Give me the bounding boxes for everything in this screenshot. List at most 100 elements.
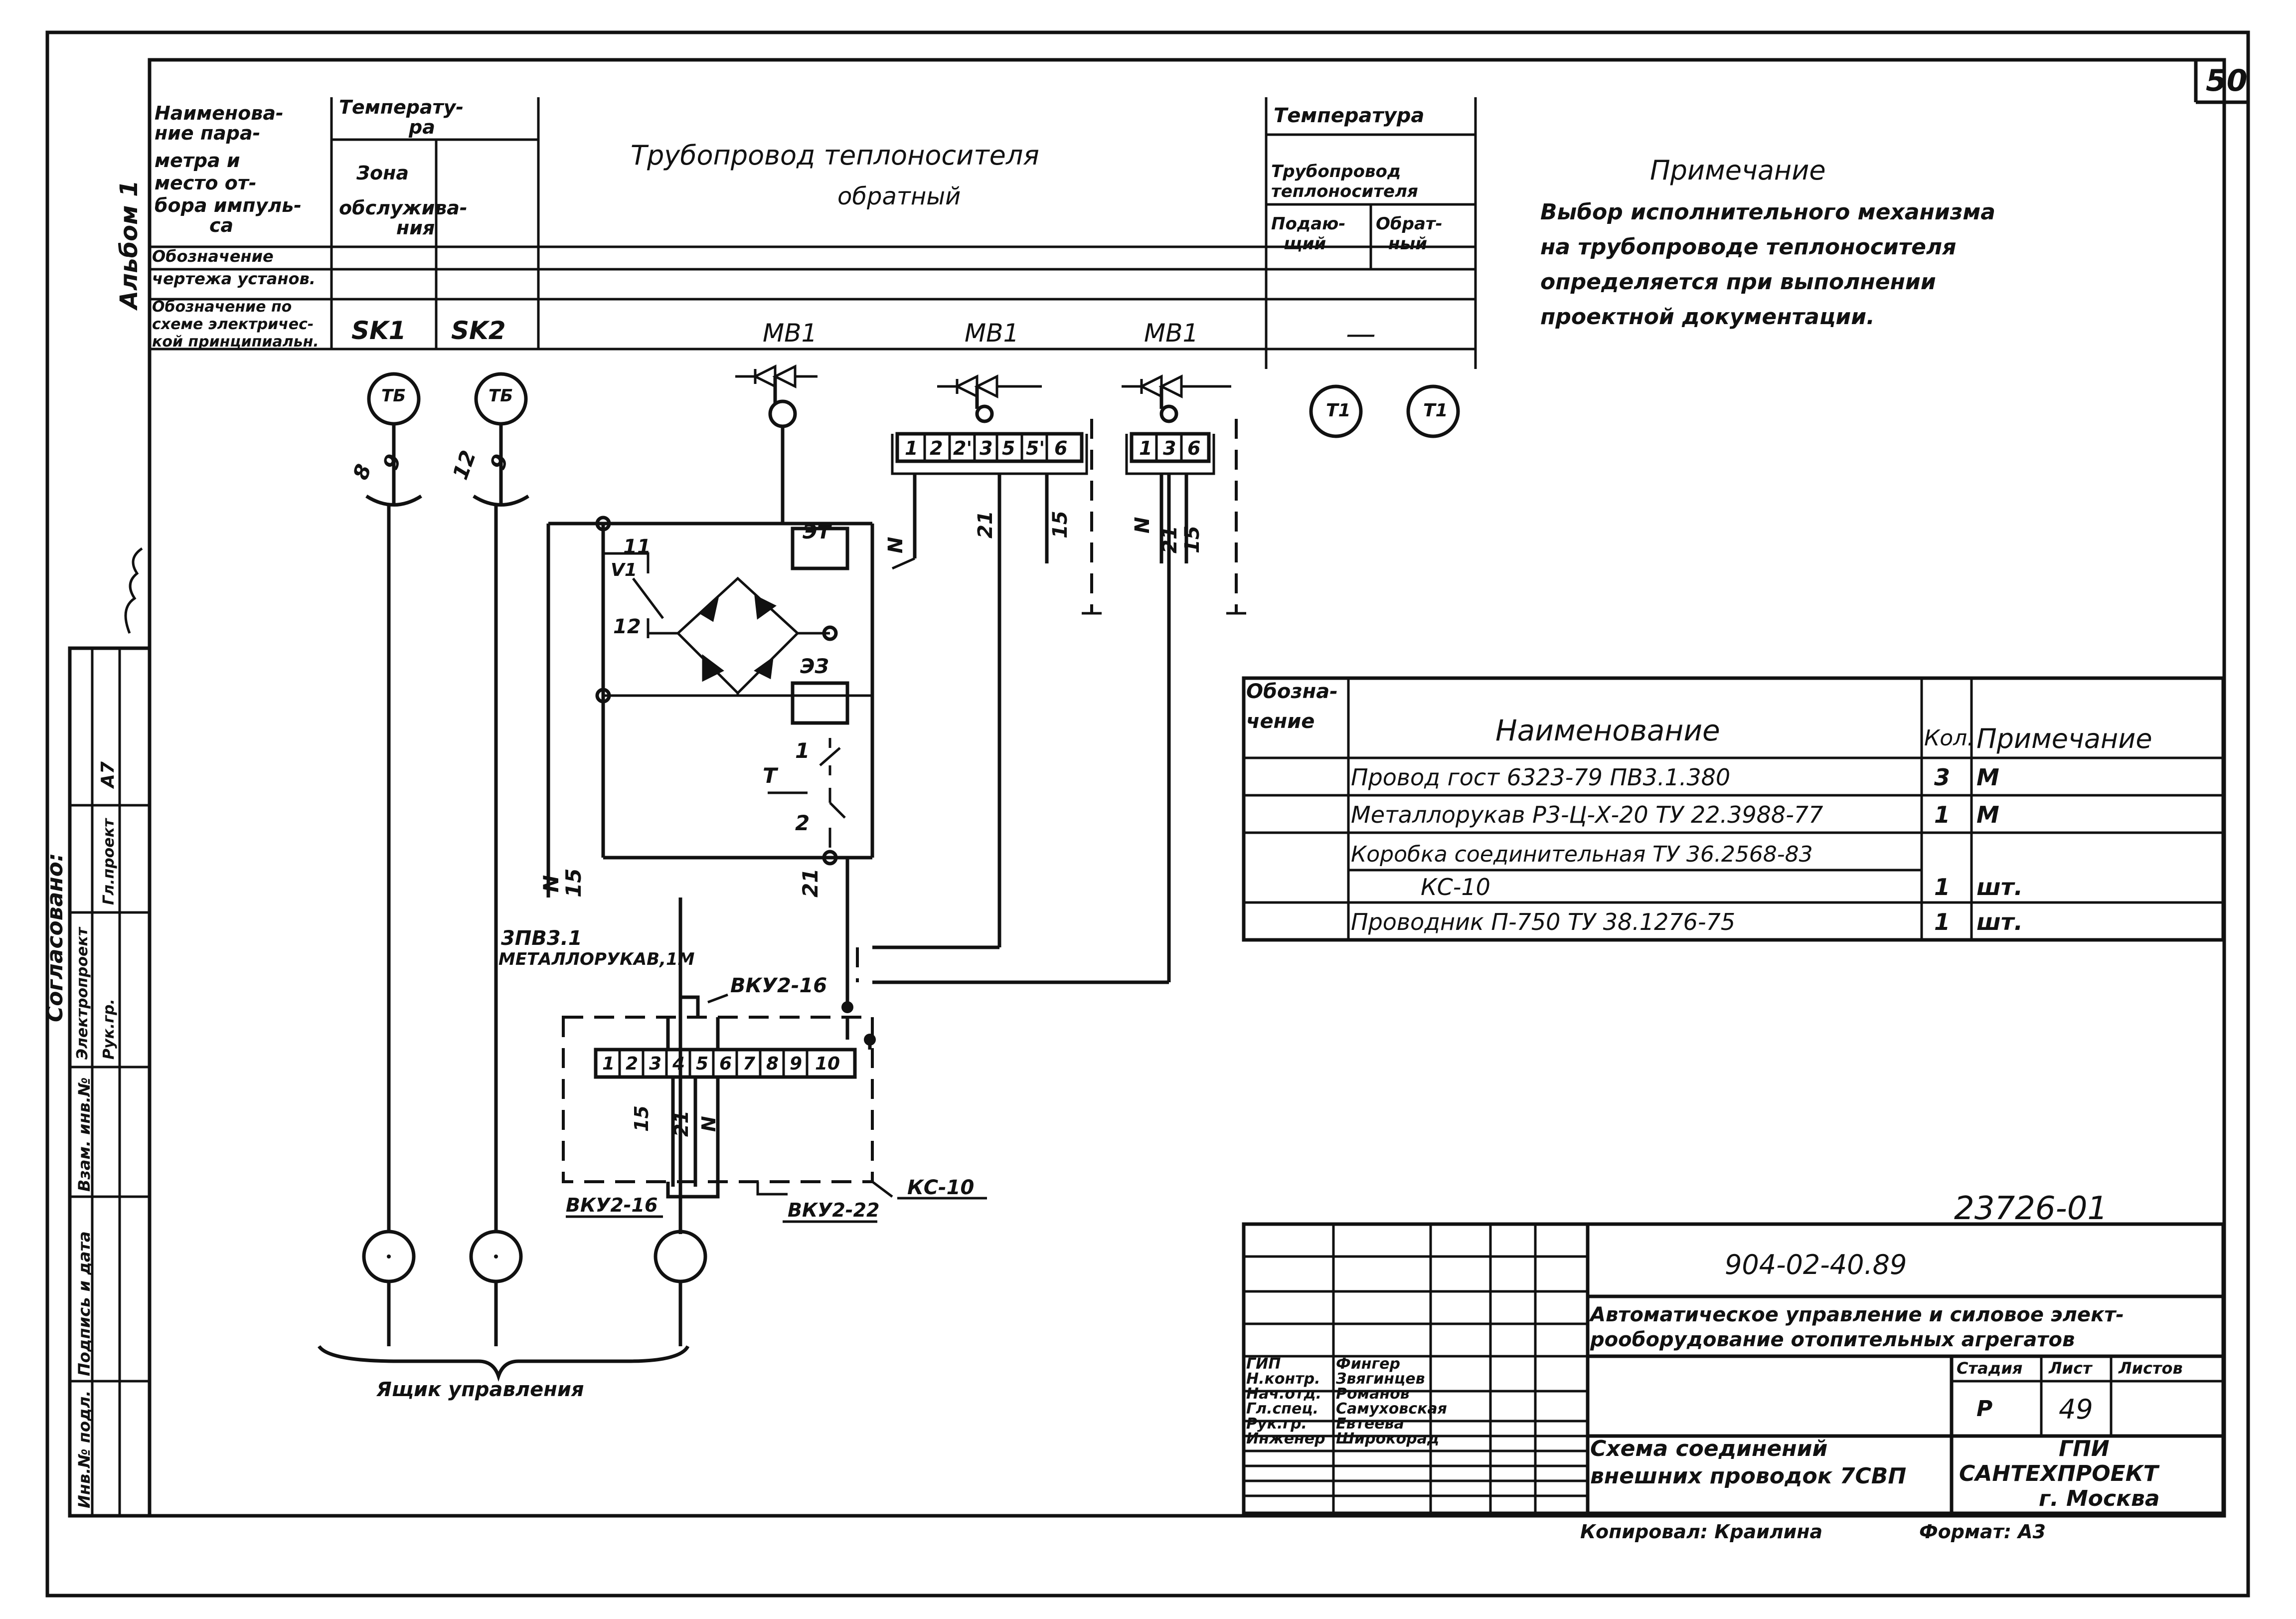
vku-bottom-left: ВКУ2-16 [566, 1194, 657, 1216]
pipe-right-label: Трубопровод теплоносителя [1271, 162, 1418, 201]
stamp-row-2: Подпись и дата [75, 1231, 94, 1376]
spec-row-3-name: Коробка соединительная ТУ 36.2568-83 [1351, 842, 1813, 867]
spec-row-2-name: Металлорукав Р3-Ц-Х-20 ТУ 22.3988-77 [1351, 801, 1823, 828]
spec-row-2-note: М [1976, 801, 1999, 828]
sheet-label: Лист [2048, 1359, 2093, 1378]
sheet-number: 50 [2206, 63, 2248, 98]
svg-text:N: N [539, 875, 563, 893]
svg-text:Т1: Т1 [1326, 400, 1351, 421]
vku-bottom-right: ВКУ2-22 [788, 1199, 879, 1221]
junction-wiring: 3ПВ3.1 МЕТАЛЛОРУКАВ,1М ВКУ2-16 [498, 858, 1169, 1232]
stamp-agreed: Согласовано: [42, 853, 68, 1023]
svg-text:ТБ: ТБ [489, 386, 513, 406]
spec-row-4-qty: 1 [1934, 874, 1950, 900]
pipe-subtitle: обратный [837, 182, 961, 210]
copied-by: Копировал: Краилина [1580, 1521, 1822, 1543]
junction-box-kc10: 1 2 3 4 5 6 7 8 9 10 15 21 N КС-10 ВКУ2-… [562, 1016, 987, 1223]
svg-text:21: 21 [1158, 526, 1181, 553]
svg-text:2: 2 [795, 811, 810, 835]
svg-text:12: 12 [613, 615, 641, 638]
spec-row-5-note: шт. [1976, 908, 2023, 935]
cable-label-2: МЕТАЛЛОРУКАВ,1М [498, 949, 695, 969]
svg-text:21: 21 [798, 869, 822, 898]
spec-row-4-name: КС-10 [1421, 874, 1490, 900]
svg-text:15: 15 [1181, 526, 1204, 553]
svg-text:9: 9 [485, 451, 513, 473]
svg-text:Т1: Т1 [1423, 400, 1448, 421]
role-list: ГИП Н.контр. Нач.отд. Гл.спец. Рук.гр. И… [1246, 1355, 1326, 1447]
spec-row-1-name: Провод гост 6323-79 ПВ3.1.380 [1351, 764, 1730, 791]
spec-row-2-qty: 1 [1934, 801, 1950, 828]
svg-text:N: N [1131, 517, 1154, 534]
svg-text:ТБ: ТБ [381, 386, 406, 406]
stage-value: Р [1976, 1396, 1992, 1422]
stamp-col-3: Гл.проект [100, 818, 118, 905]
scheme-title: Схема соединений внешних проводок 7СВП [1590, 1436, 1906, 1489]
sk1-label: SK1 [351, 316, 406, 345]
svg-text:N: N [698, 1116, 720, 1132]
control-cabinet: Ящик управления [318, 1197, 707, 1401]
spec-header-name: Наименование [1495, 714, 1720, 747]
sheet-value: 49 [2059, 1394, 2093, 1425]
sheet-format: Формат: А3 [1919, 1521, 2046, 1543]
drawing-designation-header: Обозначение чертежа установ. [152, 247, 316, 288]
spec-row-4-note: шт. [1976, 874, 2023, 900]
stamp-col-4: А7 [98, 761, 118, 789]
valve-1 [735, 364, 818, 524]
svg-text:15: 15 [631, 1105, 653, 1132]
stamp-row-1: Инв.№ подл. [75, 1391, 94, 1508]
svg-text:8: 8 [348, 461, 376, 483]
param-header: Наименова- ние пара- метра и место от- б… [155, 102, 308, 236]
supply-label: Подаю- щий [1271, 214, 1351, 254]
box-terminals: 1 2 3 4 5 6 7 8 9 10 [602, 1054, 840, 1074]
svg-text:V1: V1 [611, 560, 637, 580]
sheets-label: Листов [2118, 1359, 2183, 1378]
stamp-col-2: Рук.гр. [100, 999, 118, 1060]
org-name: ГПИ САНТЕХПРОЕКТ г. Москва [1959, 1436, 2166, 1511]
doc-title: Автоматическое управление и силовое элек… [1589, 1303, 2131, 1351]
dash-value: — [1346, 317, 1376, 352]
temp-right-label: Температура [1274, 104, 1424, 127]
outer-frame [45, 30, 2250, 1598]
spec-row-5-name: Проводник П-750 ТУ 38.1276-75 [1351, 908, 1735, 935]
mv-label-1: МВ1 [763, 319, 817, 348]
mv-label-2: МВ1 [965, 319, 1019, 348]
svg-text:N: N [884, 537, 907, 553]
svg-text:15: 15 [561, 869, 586, 898]
svg-text:11: 11 [623, 536, 651, 558]
name-list: Фингер Звягинцев Романов Самуховская Евт… [1335, 1355, 1452, 1447]
svg-text:Т: Т [763, 763, 779, 788]
spec-row-1-qty: 3 [1934, 764, 1950, 791]
sk2-label: SK2 [451, 316, 506, 345]
left-stamp [68, 646, 152, 1518]
valve-2: 1 2 2' 3 5 5' 6 [895, 374, 1084, 463]
svg-text:15: 15 [1049, 511, 1072, 539]
svg-text:9: 9 [378, 451, 406, 473]
spec-header-note: Примечание [1976, 723, 2152, 754]
svg-text:ЭТ: ЭТ [803, 521, 832, 543]
tb2-terminals: 1 3 6 [1139, 437, 1200, 459]
note-title: Примечание [1650, 155, 1826, 186]
doc-code: 904-02-40.89 [1725, 1249, 1907, 1280]
top-parameter-table [150, 97, 1477, 369]
svg-text:21: 21 [974, 511, 997, 539]
album-label: Альбом 1 [115, 180, 143, 312]
svg-text:21: 21 [670, 1110, 692, 1137]
sensor-t1-1: Т1 [1309, 384, 1363, 438]
spec-header-oboz: Обозна- чение [1246, 680, 1345, 733]
spec-row-1-note: М [1976, 764, 1999, 791]
temp-label: Температу- ра [339, 96, 470, 138]
note-body: Выбор исполнительного механизма на трубо… [1540, 199, 2003, 330]
signature-mark [124, 547, 143, 634]
relay-circuit: 11 12 V1 ЭТ ЭЗ 1 Т 2 N 15 21 [539, 516, 874, 898]
svg-text:1: 1 [795, 738, 810, 763]
sensor-tb-2: ТБ 12 9 [448, 372, 529, 1232]
title-block [1242, 1222, 2225, 1515]
cable-label-1: 3ПВ3.1 [501, 927, 582, 950]
spec-row-5-qty: 1 [1934, 908, 1950, 935]
mv-label-3: МВ1 [1144, 319, 1198, 348]
control-cabinet-label: Ящик управления [376, 1378, 584, 1401]
handwritten-number: 23726-01 [1954, 1190, 2108, 1227]
stamp-row-3: Взам. инв.№ [75, 1078, 94, 1192]
